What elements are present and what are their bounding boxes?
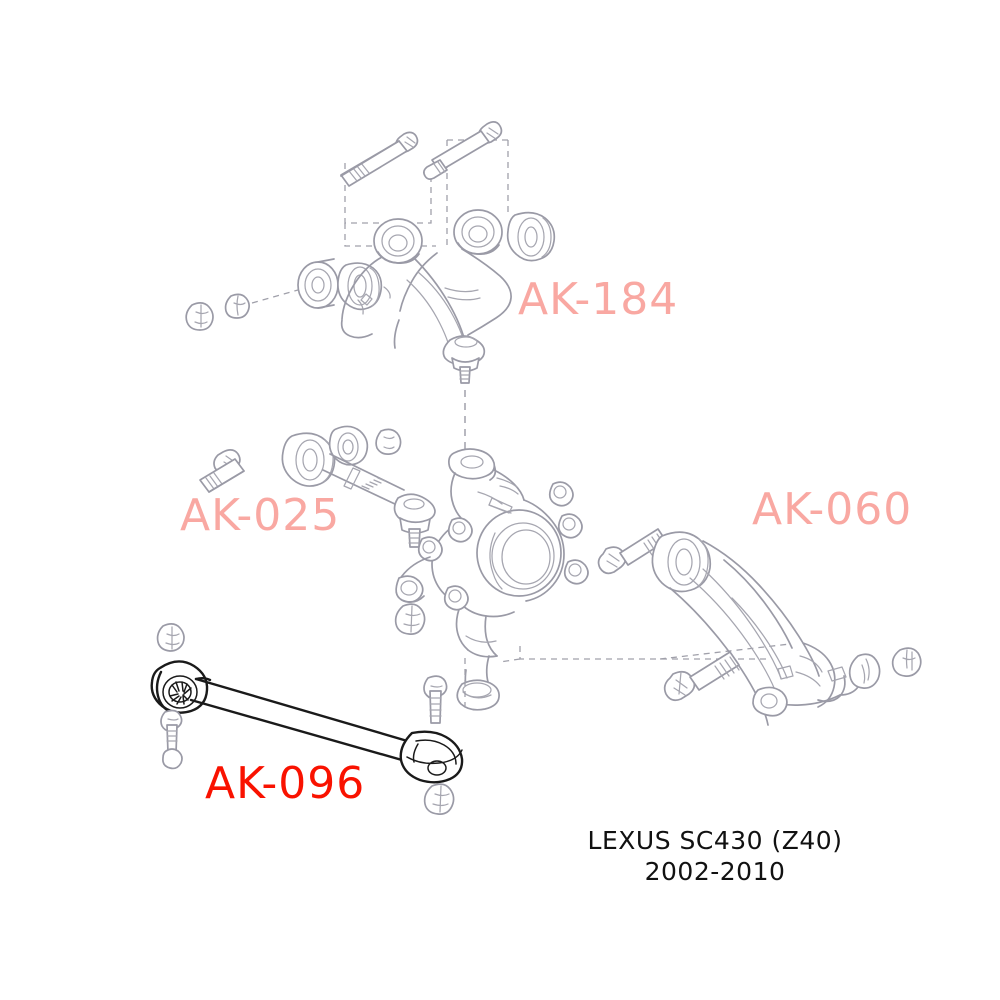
part-label-ak-184[interactable]: AK-184 (518, 274, 679, 325)
lower-control-arm-body (669, 540, 862, 726)
nut-knuckle-lower (394, 603, 426, 635)
ball-joint-upper-arm (442, 335, 486, 384)
nut-upper-left-b (224, 293, 250, 319)
bolt-toe-arm (199, 449, 245, 493)
assembly-guide-nuts-left (185, 289, 299, 331)
steering-knuckle (395, 448, 589, 711)
part-label-ak-025[interactable]: AK-025 (180, 490, 341, 541)
toe-arm-shaft (322, 453, 414, 508)
bolt-lower-arm-rear (663, 651, 740, 702)
nut-toe-arm-b (375, 428, 402, 455)
bushing-toe-arm-spare (328, 425, 369, 466)
nut-lower-arm-b (891, 647, 922, 677)
knuckle-bosses (417, 481, 589, 611)
toe-arm-assembly (199, 425, 436, 548)
bushing-upper-arm-top-left (373, 218, 423, 264)
bushing-trailing-arm-inner (150, 660, 209, 715)
vehicle-caption: LEXUS SC430 (Z40) 2002-2010 (505, 826, 925, 887)
part-label-ak-060[interactable]: AK-060 (752, 484, 913, 535)
washer-lower-arm-a (848, 653, 881, 689)
trailing-arm-shaft (189, 677, 423, 766)
part-label-ak-096[interactable]: AK-096 (205, 758, 366, 809)
bushing-lower-arm-inner (651, 531, 712, 593)
bushing-upper-arm-left-outer (297, 258, 339, 309)
bushing-upper-arm-right-spare (506, 211, 556, 262)
bushing-upper-arm-top-right (453, 209, 503, 255)
upper-control-arm-assembly (297, 121, 556, 384)
nut-trailing-top (156, 623, 185, 652)
trailing-arm-assembly (150, 623, 464, 815)
ball-joint-toe-arm (393, 493, 436, 548)
trailing-arm-outer-end (399, 730, 464, 784)
bolt-upper-right (423, 121, 503, 180)
bolt-upper-left (340, 131, 419, 187)
bolt-trailing-front (160, 709, 183, 770)
nut-trailing-bottom (423, 783, 455, 815)
caption-vehicle: LEXUS SC430 (Z40) (587, 826, 843, 855)
caption-years: 2002-2010 (644, 856, 786, 886)
bolt-trailing-rear (423, 675, 448, 724)
assembly-guide-lower (464, 643, 791, 706)
lower-control-arm-assembly (597, 528, 922, 726)
nut-upper-left-a (185, 302, 214, 331)
bushing-toe-arm-inner (281, 432, 336, 487)
